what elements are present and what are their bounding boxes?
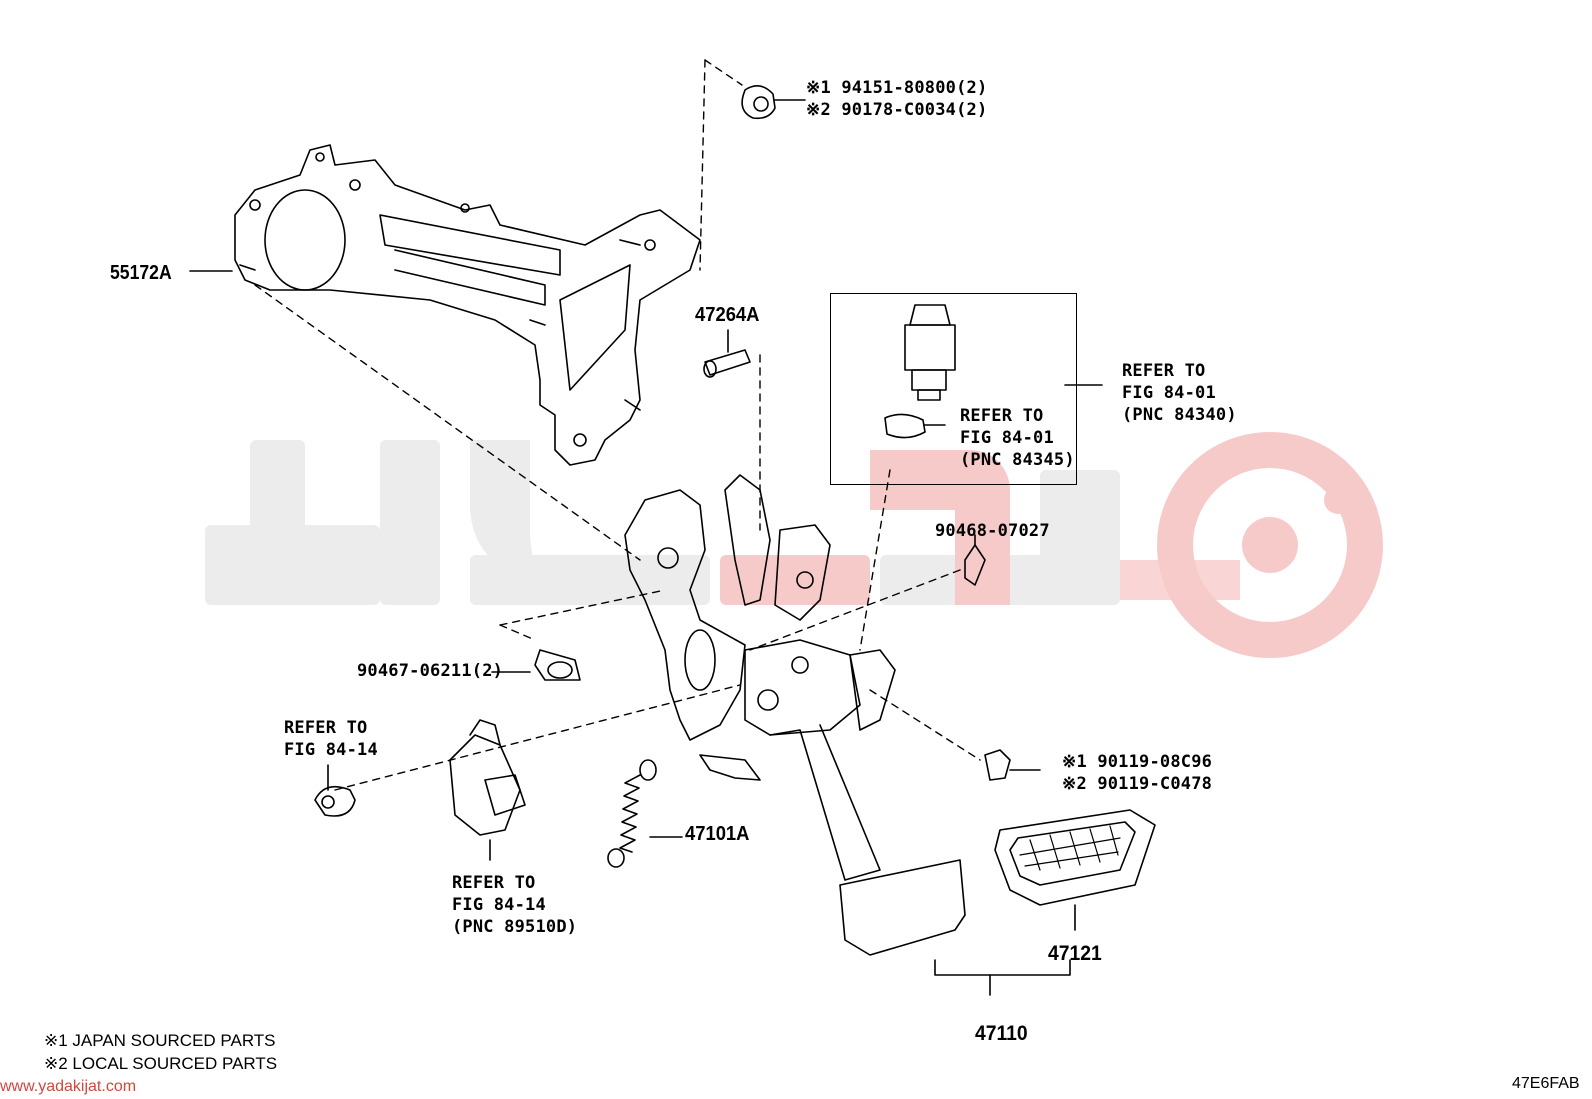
- pedal-pad-drawing: [994, 809, 1156, 931]
- part-label-55172A: 55172A: [110, 262, 172, 284]
- refer-sensor-clip-line2: FIG 84-14: [284, 740, 378, 760]
- refer-sensor-line2: FIG 84-14: [452, 895, 546, 915]
- part-label-47121: 47121: [1048, 942, 1102, 965]
- clip-90468-icon: [964, 534, 986, 586]
- pedal-support-bracket-drawing: [189, 144, 701, 466]
- part-label-47264A: 47264A: [695, 304, 760, 326]
- refer-sensor-line3: (PNC 89510D): [452, 917, 578, 937]
- refer-switch-outer-line1: REFER TO: [1122, 361, 1206, 381]
- pedal-stroke-sensor-drawing: [449, 719, 526, 861]
- clevis-pin-icon: [703, 329, 751, 378]
- return-spring-icon: [607, 759, 683, 868]
- stop-lamp-switch-drawing: [884, 304, 1103, 439]
- bolt-90467-icon: [491, 649, 581, 681]
- watermark-url: www.yadakijat.com: [0, 1078, 137, 1095]
- part-label-47110: 47110: [975, 1022, 1028, 1045]
- refer-switch-outer-line3: (PNC 84340): [1122, 405, 1237, 425]
- flange-bolt-icon: [984, 749, 1041, 781]
- bolt-callout-line2: ※2 90119-C0478: [1062, 774, 1213, 794]
- part-label-90467-06211: 90467-06211(2): [357, 661, 504, 681]
- part-label-47101A: 47101A: [685, 823, 750, 845]
- bolt-callout-line1: ※1 90119-08C96: [1062, 752, 1213, 772]
- nut-callout-line1: ※1 94151-80800(2): [806, 78, 988, 98]
- figure-code: 47E6FAB: [1512, 1075, 1580, 1092]
- refer-switch-inner-line3: (PNC 84345): [960, 450, 1075, 470]
- dashed-guides: [254, 59, 981, 791]
- brake-pedal-assembly-drawing: [624, 474, 1071, 996]
- flange-nut-icon: [741, 85, 806, 120]
- refer-switch-inner-line2: FIG 84-01: [960, 428, 1054, 448]
- footnote-japan-sourced: ※1 JAPAN SOURCED PARTS: [44, 1031, 276, 1050]
- footnote-local-sourced: ※2 LOCAL SOURCED PARTS: [44, 1054, 278, 1073]
- refer-sensor-line1: REFER TO: [452, 873, 536, 893]
- refer-switch-outer-line2: FIG 84-01: [1122, 383, 1216, 403]
- switch-reference-box: [830, 293, 1077, 485]
- refer-sensor-clip-line1: REFER TO: [284, 718, 368, 738]
- nut-callout-line2: ※2 90178-C0034(2): [806, 100, 988, 120]
- part-label-90468-07027: 90468-07027: [935, 521, 1050, 541]
- sensor-clip-icon: [314, 764, 356, 817]
- refer-switch-inner-line1: REFER TO: [960, 406, 1044, 426]
